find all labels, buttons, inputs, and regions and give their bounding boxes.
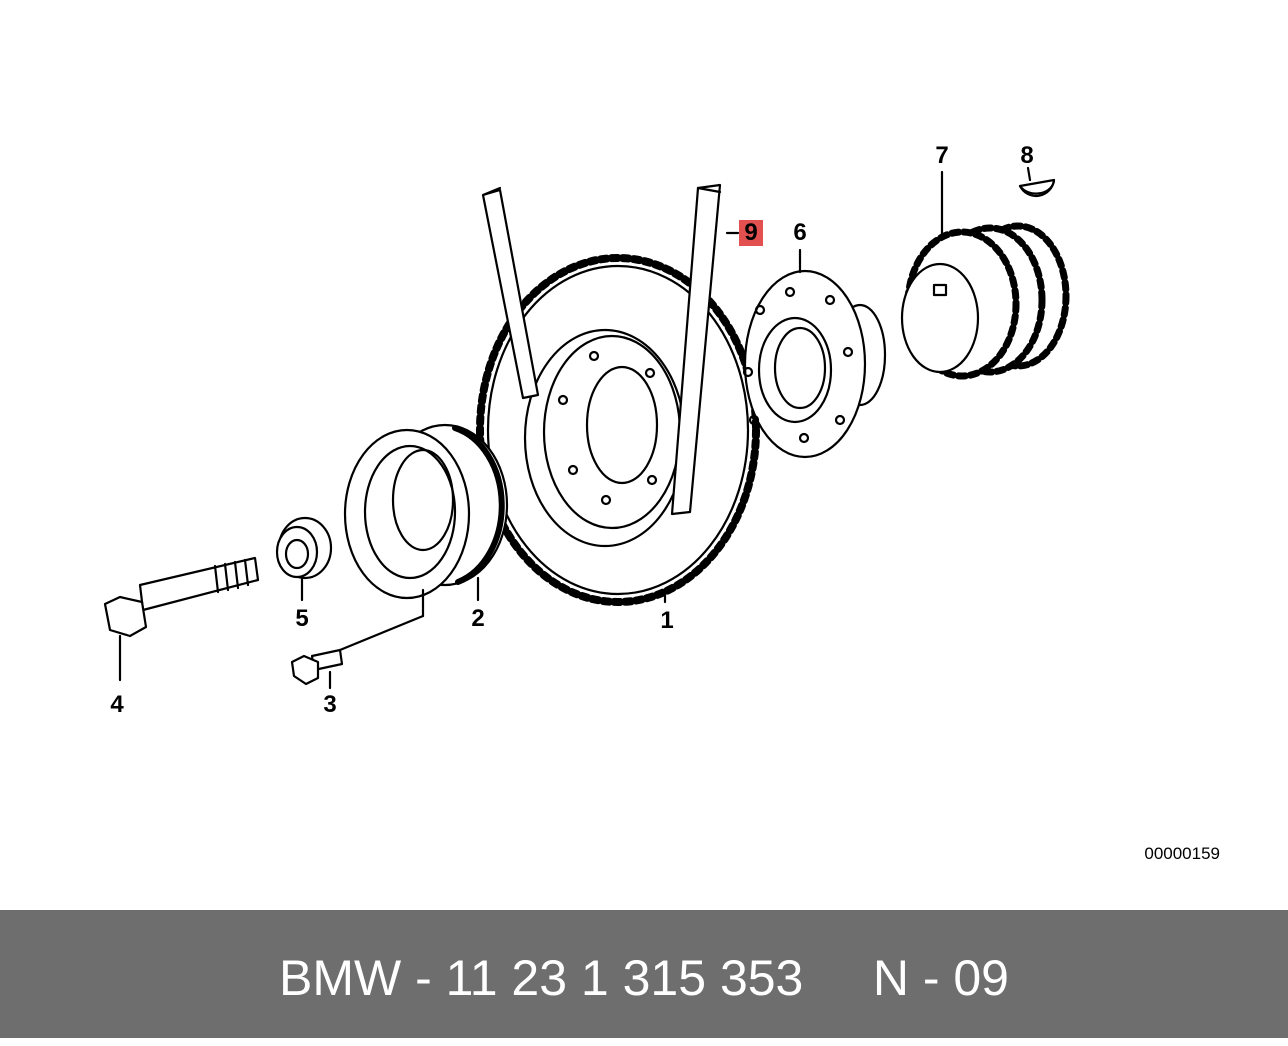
callout-5: 5: [295, 605, 309, 632]
footer-bar: BMW - 11 23 1 315 353 N - 09: [0, 910, 1288, 1038]
part-number-label: BMW - 11 23 1 315 353 N - 09: [279, 950, 1009, 1006]
callout-9-highlighted: 9: [739, 220, 763, 246]
callout-1: 1: [660, 607, 674, 634]
part-1-toothed-pulley: [476, 254, 760, 606]
part-7-sprocket: [900, 170, 1070, 380]
part-5-spacer: [275, 516, 333, 602]
callout-3: 3: [323, 691, 337, 718]
diagram-id: 00000159: [1144, 844, 1220, 863]
part-4-hex-bolt: [103, 556, 260, 682]
callout-6: 6: [793, 219, 807, 246]
part-9-v-belt: [481, 183, 740, 516]
exploded-view-drawing: [103, 166, 1070, 690]
part-6-hub: [742, 248, 887, 459]
callout-7: 7: [935, 142, 949, 169]
part-3-small-bolt: [290, 648, 344, 690]
callout-8: 8: [1020, 142, 1034, 169]
part-2-belt-pulley: [338, 423, 509, 652]
callout-4: 4: [110, 691, 124, 718]
parts-diagram: 1 2 3 4 5 6 7 8 9 00000159: [103, 142, 1220, 863]
callout-2: 2: [471, 605, 485, 632]
part-8-woodruff-key: [1018, 166, 1056, 198]
